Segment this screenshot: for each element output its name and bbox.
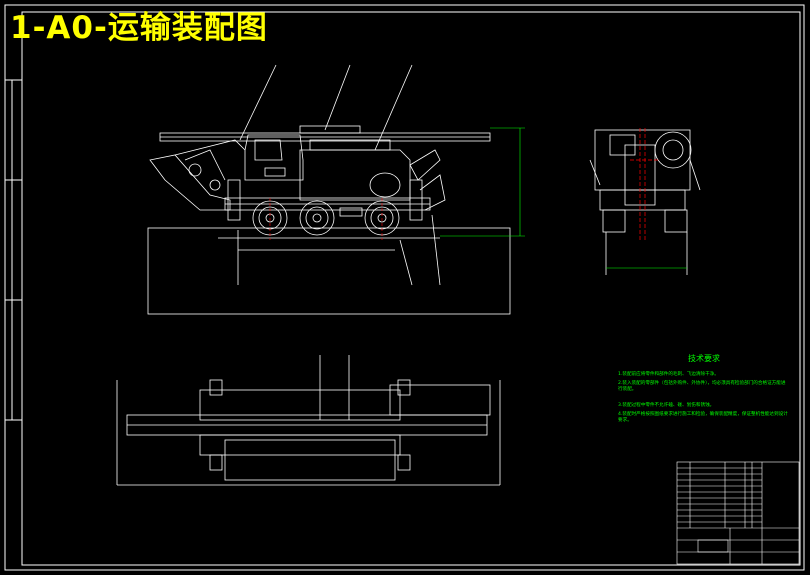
side-view bbox=[147, 64, 511, 315]
tech-requirement-item: 2.装入装配的零部件（包括外购件、外协件），均必须具有检验部门的合格证方能进行装… bbox=[618, 381, 786, 392]
end-view-centerline bbox=[630, 128, 660, 240]
title-block bbox=[676, 461, 800, 565]
top-view bbox=[116, 355, 501, 486]
tech-requirement-item: 1.装配前应将零件和部件的毛刺、飞边清除干净。 bbox=[618, 372, 719, 377]
tech-requirements-title: 技术要求 bbox=[688, 354, 720, 363]
side-view-centerlines bbox=[269, 198, 383, 240]
side-view-dimensions bbox=[440, 127, 525, 237]
tech-requirement-item: 3.装配过程中零件不允许磕、碰、划伤和锈蚀。 bbox=[618, 403, 715, 408]
sheet-frame bbox=[4, 4, 805, 571]
drawing-title: 1-A0-运输装配图 bbox=[10, 10, 268, 46]
tech-requirement-item: 4.装配时严格按照图纸要求进行施工和检验，确保装配精度，保证整机性能达到设计要求… bbox=[618, 412, 788, 423]
end-view bbox=[589, 129, 701, 275]
